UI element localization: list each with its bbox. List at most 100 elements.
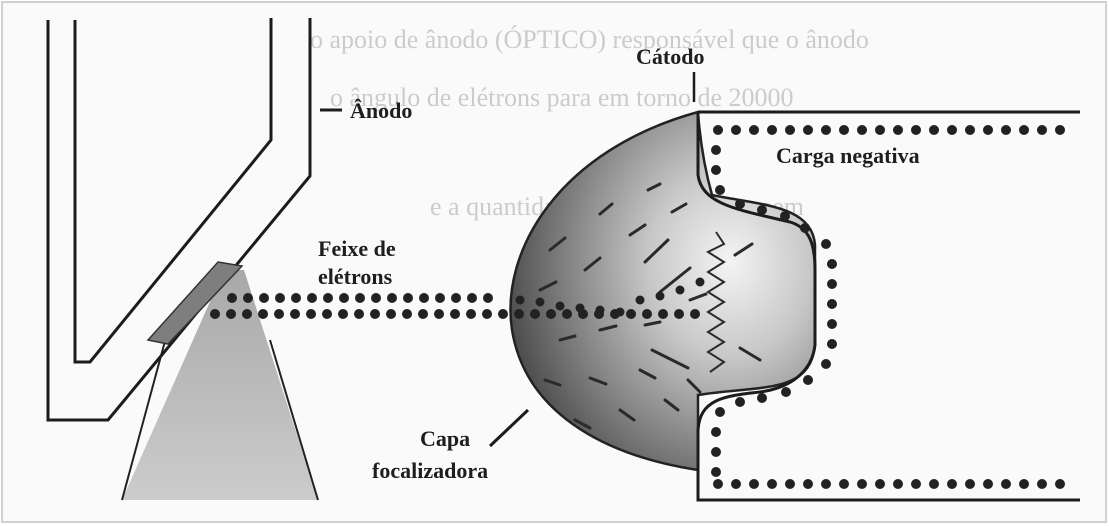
charge-dot: [711, 447, 721, 457]
anode: [46, 18, 319, 501]
field-dash: [643, 320, 662, 327]
beam-dot: [402, 309, 412, 319]
charge-dot: [827, 319, 837, 329]
field-dash: [670, 202, 688, 214]
field-dash: [733, 242, 754, 257]
charge-dot: [983, 125, 993, 135]
field-dash: [538, 280, 558, 292]
field-dash: [543, 378, 562, 387]
filament: [705, 231, 726, 373]
charge-dot: [749, 479, 759, 489]
charge-dot: [827, 259, 837, 269]
beam-dot: [307, 293, 317, 303]
beam-dot: [435, 293, 445, 303]
beam-dot: [514, 309, 524, 319]
charge-dot: [731, 125, 741, 135]
field-dash: [548, 236, 567, 252]
charge-dot: [715, 185, 725, 195]
charge-dot: [1037, 125, 1047, 135]
beam-dot: [227, 293, 237, 303]
beam-dot: [210, 309, 220, 319]
charge-dot: [1001, 479, 1011, 489]
bleed-line-2: o ângulo de elétrons para em torno de 20…: [330, 83, 794, 112]
cup-label-line-1: Capa: [420, 426, 470, 451]
charge-dot: [827, 279, 837, 289]
beam-dot: [575, 303, 585, 313]
beam-dot: [242, 309, 252, 319]
charge-dot: [827, 299, 837, 309]
beam-dot: [562, 309, 572, 319]
anode-label: Ânodo: [350, 98, 412, 123]
field-dash: [638, 368, 657, 380]
beam-dot: [226, 309, 236, 319]
charge-dot: [735, 199, 745, 209]
beam-dot: [370, 309, 380, 319]
anode-target-cone: [122, 270, 318, 500]
charge-dot: [803, 375, 813, 385]
charge-dot: [711, 467, 721, 477]
beam-dot: [274, 309, 284, 319]
beam-label-line-2: elétrons: [318, 264, 393, 289]
charge-dot: [821, 125, 831, 135]
charge-dot: [947, 479, 957, 489]
field-dash: [658, 266, 692, 294]
field-dash: [738, 346, 762, 362]
field-dash: [650, 348, 690, 370]
beam-dot: [419, 293, 429, 303]
charge-dot: [803, 125, 813, 135]
beam-dot: [483, 293, 493, 303]
beam-dot: [635, 295, 645, 305]
beam-dot: [655, 291, 665, 301]
beam-dot: [675, 285, 685, 295]
field-dash: [598, 324, 618, 332]
beam-dot: [371, 293, 381, 303]
beam-dot: [387, 293, 397, 303]
beam-dot: [515, 295, 525, 305]
charge-dot: [893, 479, 903, 489]
beam-dot: [467, 293, 477, 303]
charge-dot: [1019, 125, 1029, 135]
charge-dot: [893, 125, 903, 135]
beam-dot: [322, 309, 332, 319]
charge-dot: [785, 479, 795, 489]
field-dash: [583, 256, 602, 272]
charge-dot: [713, 479, 723, 489]
charge-dot: [780, 211, 790, 221]
field-dash: [663, 398, 680, 412]
charge-dot: [965, 125, 975, 135]
charge-dot: [1055, 125, 1065, 135]
beam-dot: [595, 305, 605, 315]
charge-dot: [711, 165, 721, 175]
charge-dot: [757, 205, 767, 215]
charge-dot: [965, 479, 975, 489]
charge-dot: [757, 393, 767, 403]
charge-dot: [929, 479, 939, 489]
beam-dot: [498, 309, 508, 319]
charge-dot: [857, 125, 867, 135]
charge-dot: [767, 125, 777, 135]
field-dash: [598, 202, 614, 216]
charge-dot: [839, 125, 849, 135]
charge-dot: [749, 125, 759, 135]
charge-dot: [827, 339, 837, 349]
charge-dot: [911, 479, 921, 489]
negative-charge-label: Carga negativa: [776, 143, 920, 168]
beam-dot: [451, 293, 461, 303]
anode-outer-outline: [46, 18, 312, 422]
beam-dot: [403, 293, 413, 303]
beam-dot: [243, 293, 253, 303]
anode-target-face: [146, 261, 244, 345]
charge-dot: [1019, 479, 1029, 489]
negative-charge-dots: [711, 125, 1065, 489]
beam-dot: [658, 309, 668, 319]
charge-dot: [947, 125, 957, 135]
beam-dot: [323, 293, 333, 303]
charge-dot: [911, 125, 921, 135]
beam-dot: [482, 309, 492, 319]
beam-dot: [642, 309, 652, 319]
cone-right-edge: [269, 339, 319, 501]
beam-dot: [555, 301, 565, 311]
beam-dot: [306, 309, 316, 319]
beam-dot: [291, 293, 301, 303]
